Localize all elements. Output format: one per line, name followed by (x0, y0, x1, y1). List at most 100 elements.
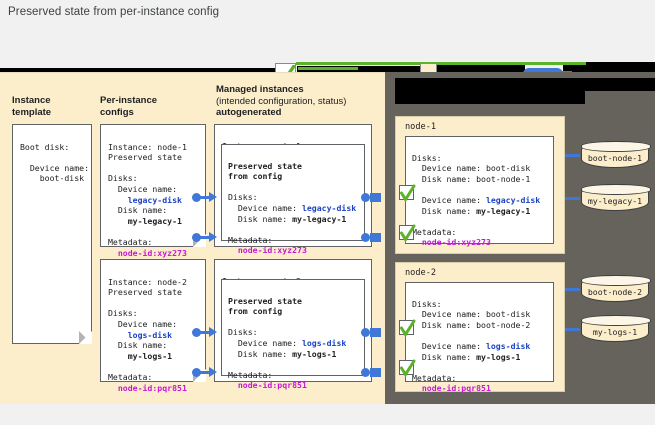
disk-label: my-logs-1 (592, 326, 638, 337)
pic2-metadata-label: Metadata: (108, 371, 153, 382)
legend-redaction-bar-4 (437, 63, 525, 72)
pic1-metadata-value: node-id:xyz273 (117, 247, 187, 258)
mi2-preserved-2: from config (228, 306, 283, 317)
node-panel-node-2: node-2 Disks: Device name: boot-disk Dis… (395, 262, 565, 394)
pic2-metadata-value: node-id:pqr851 (117, 382, 187, 393)
n2-extra-disk-value: my-logs-1 (476, 351, 521, 362)
connector-arrow-icon (209, 367, 217, 377)
n1-extra-device-value: legacy-disk (485, 194, 541, 205)
green-check-icon (399, 319, 416, 338)
n1-metadata-value: node-id:xyz273 (421, 237, 491, 248)
connector-line (199, 331, 211, 334)
managed-instance-inner-node-2: Preserved state from config Disks: Devic… (221, 279, 365, 390)
mi2-device-name-label: Device name: (237, 337, 298, 348)
mi2-disk-name-value: my-logs-1 (292, 348, 337, 359)
green-check-icon (399, 224, 416, 243)
n2-metadata-value: node-id:pqr851 (421, 383, 491, 394)
pic2-device-name-label: Device name: (117, 318, 178, 329)
node-name-label: node-1 (405, 122, 437, 132)
node-panel-node-1: node-1 Disks: Device name: boot-disk Dis… (395, 116, 565, 254)
legend-redaction-bar-5 (563, 62, 655, 72)
n1-disks-label: Disks: (412, 152, 442, 163)
cream-square-swatch (420, 63, 437, 72)
connector-stub (370, 193, 381, 202)
mi2-preserved-1: Preserved state (228, 295, 302, 306)
pic2-disk-name-value: my-logs-1 (127, 350, 173, 361)
pic2-instance: Instance: node-2 (108, 276, 187, 287)
n1-boot-device: Device name: boot-disk (421, 163, 531, 174)
green-check-icon (399, 359, 416, 378)
mi2-device-name-value: logs-disk (301, 337, 347, 348)
column-header-per-instance-configs: Per-instance configs (100, 95, 157, 118)
instance-template-card: Boot disk: Device name: boot-disk (12, 124, 92, 344)
mi1-device-name-value: legacy-disk (301, 202, 357, 213)
disk-label: my-legacy-1 (587, 195, 643, 206)
n2-extra-device-label: Device name: (421, 340, 482, 351)
mi1-metadata-value: node-id:xyz273 (237, 245, 307, 256)
disk-cylinder-boot-node-1: boot-node-1 (581, 141, 651, 168)
connector-stub (370, 233, 381, 242)
n1-extra-disk-label: Disk name: (421, 205, 472, 216)
running-instances-panel: node-1 Disks: Device name: boot-disk Dis… (385, 72, 655, 404)
green-check-icon (399, 184, 416, 203)
node-name-label: node-2 (405, 268, 437, 278)
right-header-redaction-2 (395, 91, 585, 104)
disk-connector-line (565, 328, 580, 331)
column-header-managed-instances: Managed instances (intended configuratio… (216, 84, 346, 119)
pic2-disk-name-label: Disk name: (117, 340, 168, 351)
disk-cylinder-my-legacy-1: my-legacy-1 (581, 184, 651, 211)
n1-extra-disk-value: my-legacy-1 (476, 205, 531, 216)
legend (0, 30, 655, 72)
connector-dot (361, 368, 370, 377)
col-head-line3: autogenerated (216, 107, 282, 118)
connector-line (199, 236, 211, 239)
page-title: Preserved state from per-instance config (8, 6, 220, 18)
mi2-disk-name-label: Disk name: (237, 348, 288, 359)
disk-label: boot-node-2 (587, 286, 643, 297)
right-header-redaction-1 (395, 78, 655, 91)
connector-dot (192, 328, 201, 337)
column-header-instance-template: Instance template (12, 95, 51, 118)
connector-dot (192, 193, 201, 202)
mi1-metadata-label: Metadata: (228, 234, 273, 245)
col-head-line1: Per-instance (100, 95, 158, 106)
connector-line (199, 371, 211, 374)
pic2-disks-label: Disks: (108, 308, 138, 319)
managed-instance-card-node-2: Instance: node-2 Preserved state from co… (214, 259, 372, 390)
mi2-disks-label: Disks: (228, 327, 258, 338)
template-device-name-value: boot-disk (39, 173, 85, 184)
pic1-metadata-label: Metadata: (108, 236, 153, 247)
connector-line (199, 196, 211, 199)
connector-arrow-icon (209, 192, 217, 202)
mi1-disk-name-label: Disk name: (237, 213, 288, 224)
n2-boot-disk: Disk name: boot-node-2 (421, 319, 531, 330)
col-head-line1: Managed instances (216, 84, 304, 95)
disk-connector-line (565, 154, 580, 157)
blue-blob-swatch (523, 68, 572, 72)
disk-connector-line (565, 288, 580, 291)
disk-label: boot-node-1 (587, 152, 643, 163)
mi1-device-name-label: Device name: (237, 202, 298, 213)
mi1-disk-name-value: my-legacy-1 (292, 213, 347, 224)
n2-metadata-label: Metadata: (412, 372, 457, 383)
n2-extra-device-value: logs-disk (485, 340, 531, 351)
n2-disks-label: Disks: (412, 298, 442, 309)
col-head-line2: configs (100, 106, 134, 118)
node-details-node-1: Disks: Device name: boot-disk Disk name:… (405, 136, 554, 248)
connector-dot (361, 193, 370, 202)
pic1-disk-name-label: Disk name: (117, 205, 168, 216)
pic1-device-name-label: Device name: (117, 183, 178, 194)
pic2-device-name-value: logs-disk (127, 329, 173, 340)
folded-corner-fill (79, 331, 92, 344)
col-head-line1: Instance (12, 95, 51, 106)
pic1-preserved: Preserved state (108, 152, 182, 163)
pic1-disk-name-value: my-legacy-1 (127, 215, 182, 226)
per-instance-config-card-node-2: Instance: node-2 Preserved state Disks: … (100, 259, 206, 393)
green-check-icon (275, 63, 296, 72)
connector-arrow-icon (209, 327, 217, 337)
n1-metadata-label: Metadata: (412, 226, 457, 237)
legend-rule-green-mid (298, 67, 358, 70)
n2-boot-device: Device name: boot-disk (421, 309, 531, 320)
connector-dot (192, 368, 201, 377)
mi2-metadata-label: Metadata: (228, 369, 273, 380)
